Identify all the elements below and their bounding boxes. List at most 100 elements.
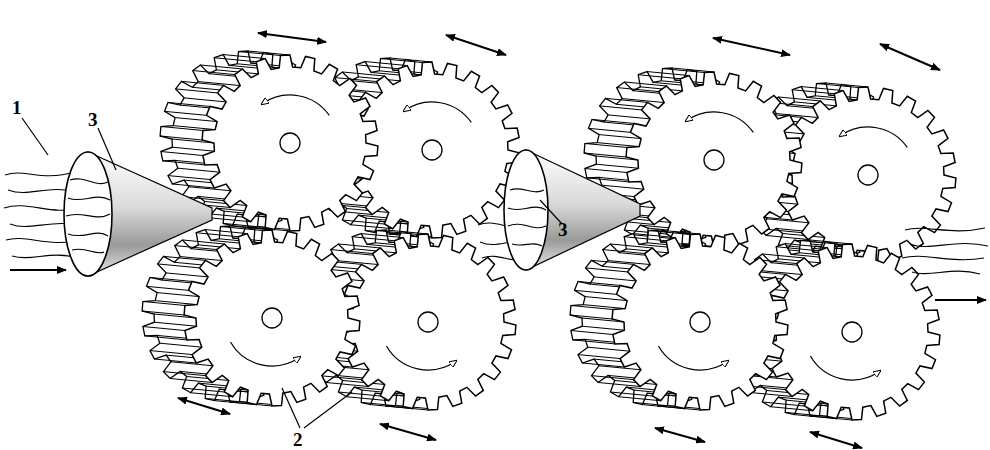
- fiber-strand: [508, 224, 546, 227]
- leader-line: [98, 128, 116, 170]
- tooth-edge: [801, 87, 843, 91]
- tooth-edge: [633, 402, 675, 406]
- fiber-strand: [5, 172, 75, 176]
- tooth-edge: [160, 136, 202, 140]
- gear-face: [340, 234, 516, 410]
- oscillation-arrow: [380, 424, 436, 440]
- rotation-arrow: [810, 356, 879, 380]
- callout-number: 1: [12, 98, 22, 117]
- tooth-edge: [160, 343, 202, 347]
- funnel-opening: [64, 152, 112, 276]
- tooth-edge: [571, 305, 613, 309]
- gear-hole: [280, 133, 300, 153]
- leader-line: [22, 118, 48, 155]
- tooth-edge: [624, 237, 666, 241]
- gear-roller: [142, 226, 360, 406]
- tooth-edge: [336, 261, 378, 265]
- gear-face: [626, 72, 802, 248]
- gear-hole: [418, 312, 438, 332]
- tooth-edge: [596, 164, 638, 168]
- tooth-edge: [248, 51, 290, 55]
- fiber-strand: [68, 233, 108, 236]
- tooth-edge: [578, 355, 620, 359]
- tooth-edge: [164, 111, 206, 115]
- tooth-edge: [762, 402, 804, 406]
- gear-hole: [704, 150, 724, 170]
- tooth-edge: [154, 359, 196, 363]
- tooth-edge: [785, 244, 827, 248]
- tooth-edge: [172, 147, 214, 151]
- tooth-edge: [785, 412, 827, 416]
- tooth-edge: [826, 83, 868, 87]
- tooth-edge: [584, 153, 626, 157]
- fiber-strand: [508, 207, 546, 210]
- tooth-edge: [205, 230, 247, 234]
- tooth-edge: [776, 247, 818, 251]
- tooth-edge: [571, 331, 613, 335]
- tooth-edge: [361, 402, 403, 406]
- tooth-edge: [205, 398, 247, 402]
- tooth-edge: [163, 372, 205, 376]
- tooth-edge: [161, 152, 203, 156]
- tooth-edge: [594, 277, 636, 281]
- tooth-edge: [214, 58, 256, 62]
- tooth-edge: [338, 392, 380, 396]
- tooth-edge: [326, 382, 368, 386]
- gear-hole: [262, 308, 282, 328]
- tooth-edge: [352, 237, 394, 241]
- fiber-strand: [70, 179, 108, 184]
- fiber-strand: [910, 243, 988, 246]
- leader-line: [282, 388, 300, 428]
- tooth-edge: [598, 382, 640, 386]
- tooth-edge: [647, 72, 689, 76]
- tooth-edge: [574, 290, 616, 294]
- tooth-edge: [792, 90, 834, 94]
- callout-number: 3: [558, 220, 568, 239]
- tooth-edge: [573, 340, 615, 344]
- gear-face: [780, 87, 956, 263]
- tooth-edge: [154, 322, 196, 326]
- tooth-edge: [178, 168, 220, 172]
- tooth-edge: [638, 75, 680, 79]
- gear-hole: [690, 312, 710, 332]
- tooth-edge: [591, 376, 633, 380]
- tooth-edge: [750, 392, 792, 396]
- callout-number: 2: [293, 430, 303, 449]
- tooth-edge: [570, 315, 612, 319]
- tooth-edge: [223, 55, 265, 59]
- gear-face: [764, 244, 940, 420]
- tooth-edge: [365, 62, 407, 66]
- funnel-opening: [504, 150, 548, 270]
- rotation-arrow: [404, 102, 471, 122]
- tooth-edge: [170, 378, 212, 382]
- tooth-edge: [182, 388, 224, 392]
- tooth-edge: [155, 301, 197, 305]
- tooth-edge: [161, 126, 203, 130]
- tooth-edge: [172, 184, 214, 188]
- tooth-edge: [173, 126, 215, 130]
- tooth-edge: [588, 128, 630, 132]
- fiber-strand: [12, 255, 78, 258]
- rotation-arrow: [686, 112, 753, 132]
- tooth-edge: [390, 58, 432, 62]
- gear-face: [612, 234, 788, 410]
- oscillation-arrow: [713, 38, 790, 55]
- tooth-edge: [319, 376, 361, 380]
- fiber-strand: [510, 189, 544, 192]
- tooth-edge: [658, 230, 700, 234]
- tooth-edge: [597, 143, 639, 147]
- tooth-edge: [150, 351, 192, 355]
- oscillation-arrow: [446, 35, 506, 55]
- leader-line: [304, 392, 352, 428]
- tooth-edge: [146, 286, 188, 290]
- tooth-edge: [582, 363, 624, 367]
- tooth-edge: [610, 392, 652, 396]
- tooth-edge: [766, 235, 808, 239]
- callout-number: 3: [88, 110, 98, 129]
- tooth-edge: [622, 99, 664, 103]
- fiber-strand: [512, 244, 542, 246]
- rotation-arrow: [230, 342, 299, 366]
- oscillation-arrow: [178, 398, 230, 414]
- gear-hole: [858, 165, 878, 185]
